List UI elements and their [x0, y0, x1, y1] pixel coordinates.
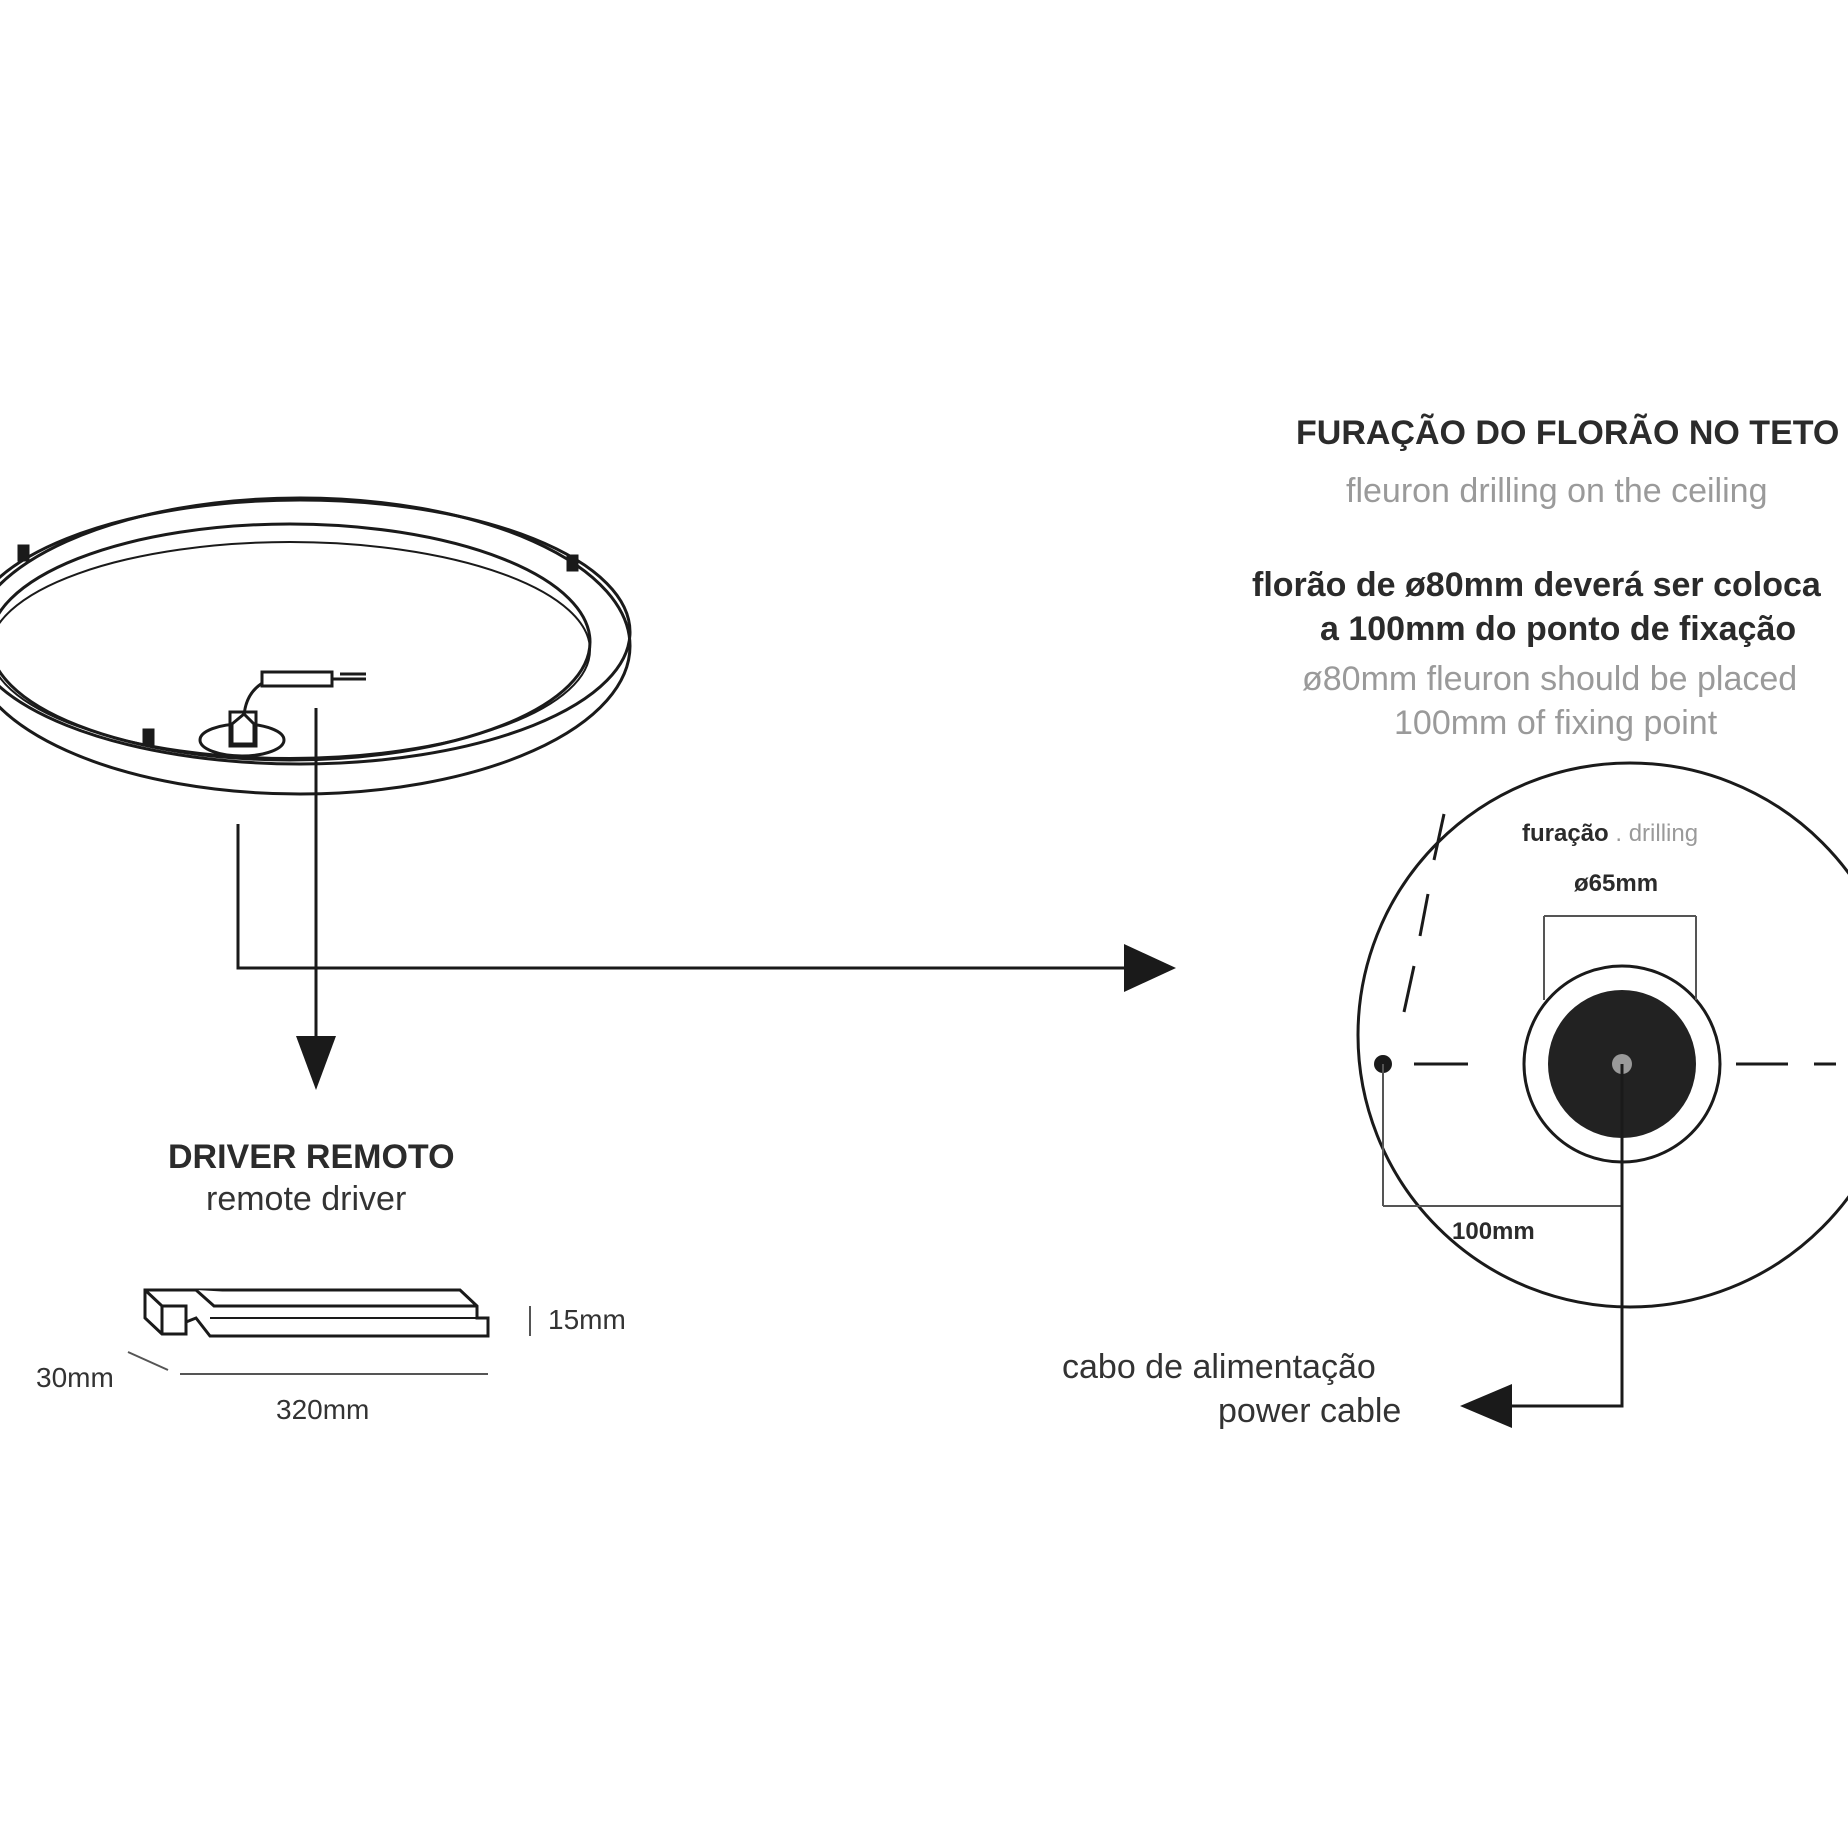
power-cable-label-pt: cabo de alimentação — [1062, 1348, 1376, 1386]
drilling-label-en: . drilling — [1615, 820, 1699, 847]
driver-box-icon — [143, 1288, 490, 1338]
fleuron-diameter-label: ø65mm — [1574, 870, 1659, 897]
fleuron-section-title: FURAÇÃO DO FLORÃO NO TETO — [1296, 414, 1840, 452]
drilling-label: furação . drilling — [1522, 822, 1698, 846]
driver-length-label: 320mm — [276, 1394, 370, 1425]
ring-luminaire-icon — [0, 496, 632, 796]
drilling-label-pt: furação — [1522, 820, 1609, 847]
driver-title: DRIVER REMOTO — [168, 1138, 455, 1176]
driver-subtitle: remote driver — [206, 1180, 407, 1218]
fleuron-note-en-line2: 100mm of fixing point — [1394, 704, 1718, 742]
offset-distance-label: 100mm — [1452, 1218, 1535, 1245]
driver-height-label: 15mm — [548, 1304, 626, 1335]
fleuron-note-en-line1: ø80mm fleuron should be placed — [1302, 660, 1798, 698]
power-cable-label-en: power cable — [1218, 1392, 1402, 1430]
fleuron-section-subtitle: fleuron drilling on the ceiling — [1346, 472, 1768, 510]
arrow-right-icon — [236, 824, 1176, 992]
driver-dimension-lines — [127, 1306, 531, 1375]
fleuron-note-pt-line1: florão de ø80mm deverá ser coloca — [1252, 566, 1821, 604]
arrow-left-icon — [1460, 1064, 1624, 1428]
fleuron-note-pt-line2: a 100mm do ponto de fixação — [1320, 610, 1797, 648]
arrow-down-icon — [296, 708, 336, 1090]
driver-depth-label: 30mm — [36, 1362, 114, 1393]
